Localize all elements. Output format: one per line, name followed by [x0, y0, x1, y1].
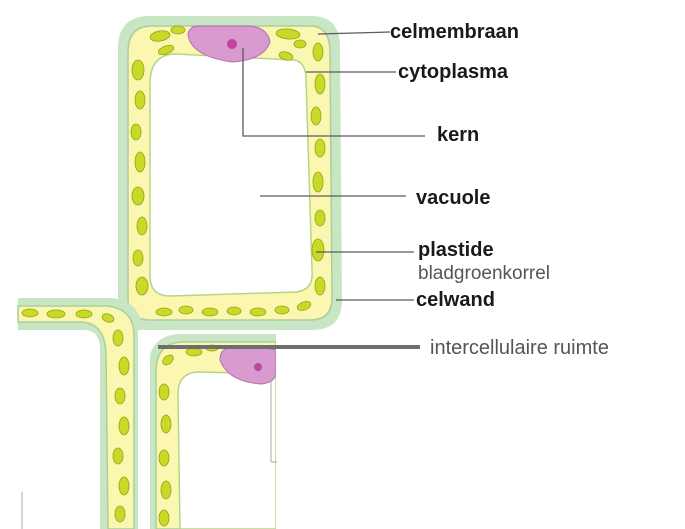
chloroplast [310, 106, 322, 126]
chloroplast [278, 51, 294, 61]
chloroplast [101, 313, 115, 323]
chloroplast [249, 307, 267, 317]
label-kern: kern [437, 124, 480, 146]
main-cell-chloroplasts [130, 25, 326, 317]
chloroplast [158, 383, 170, 401]
left-neighbor-cell [17, 298, 142, 529]
main-cell-nucleolus [227, 39, 237, 49]
chloroplast [75, 309, 93, 319]
chloroplast [170, 25, 186, 35]
chloroplast [314, 73, 326, 95]
chloroplast [311, 238, 325, 262]
chloroplast [274, 305, 290, 315]
chloroplast [136, 216, 148, 236]
chloroplast [134, 151, 146, 173]
chloroplast [314, 138, 326, 158]
right-cell-vacuole [177, 371, 277, 529]
chloroplast [314, 276, 326, 296]
right-neighbor-cell [148, 334, 277, 529]
chloroplast [312, 42, 324, 62]
leader-kern [242, 48, 425, 137]
label-celmembraan: celmembraan [390, 21, 519, 43]
chloroplast [160, 414, 172, 434]
chloroplast [296, 301, 312, 311]
chloroplast [226, 306, 242, 316]
chloroplast [293, 39, 307, 49]
label-vacuole: vacuole [416, 187, 491, 209]
chloroplast [21, 308, 39, 318]
chloroplast [132, 249, 144, 267]
chloroplast [155, 307, 173, 317]
right-cell-crop-edge [276, 334, 282, 529]
chloroplast [131, 59, 145, 81]
main-cell-vacuole [149, 53, 313, 297]
label-bladgroenkorrel: bladgroenkorrel [418, 263, 551, 284]
chloroplast [46, 309, 66, 319]
label-intercellulaire-ruimte: intercellulaire ruimte [430, 337, 609, 359]
label-celwand: celwand [416, 289, 495, 311]
chloroplast [135, 276, 149, 296]
chloroplast [118, 416, 130, 436]
chloroplast [114, 505, 126, 523]
chloroplast [157, 44, 175, 56]
chloroplast [114, 387, 126, 405]
chloroplast [130, 123, 142, 141]
chloroplast [178, 305, 194, 315]
label-plastide: plastide [418, 239, 494, 261]
chloroplast [131, 186, 145, 206]
chloroplast [312, 171, 324, 193]
chloroplast [134, 90, 146, 110]
chloroplast [158, 449, 170, 467]
chloroplast [118, 476, 130, 496]
label-cytoplasma: cytoplasma [398, 61, 509, 83]
main-cell [118, 16, 342, 330]
intercellular-space-gap [138, 330, 150, 529]
chloroplast [314, 209, 326, 227]
chloroplast [158, 509, 170, 527]
chloroplast [112, 329, 124, 347]
chloroplast [201, 307, 219, 317]
chloroplast [185, 347, 203, 357]
chloroplast [149, 30, 171, 42]
left-cell-chloroplasts [21, 308, 130, 523]
chloroplast [162, 354, 174, 366]
chloroplast [118, 356, 130, 376]
chloroplast [275, 28, 301, 40]
leader-lines [242, 31, 425, 301]
leader-celmembraan [317, 31, 391, 35]
chloroplast [160, 480, 172, 500]
right-cell-nucleolus [254, 363, 262, 371]
chloroplast [112, 447, 124, 465]
